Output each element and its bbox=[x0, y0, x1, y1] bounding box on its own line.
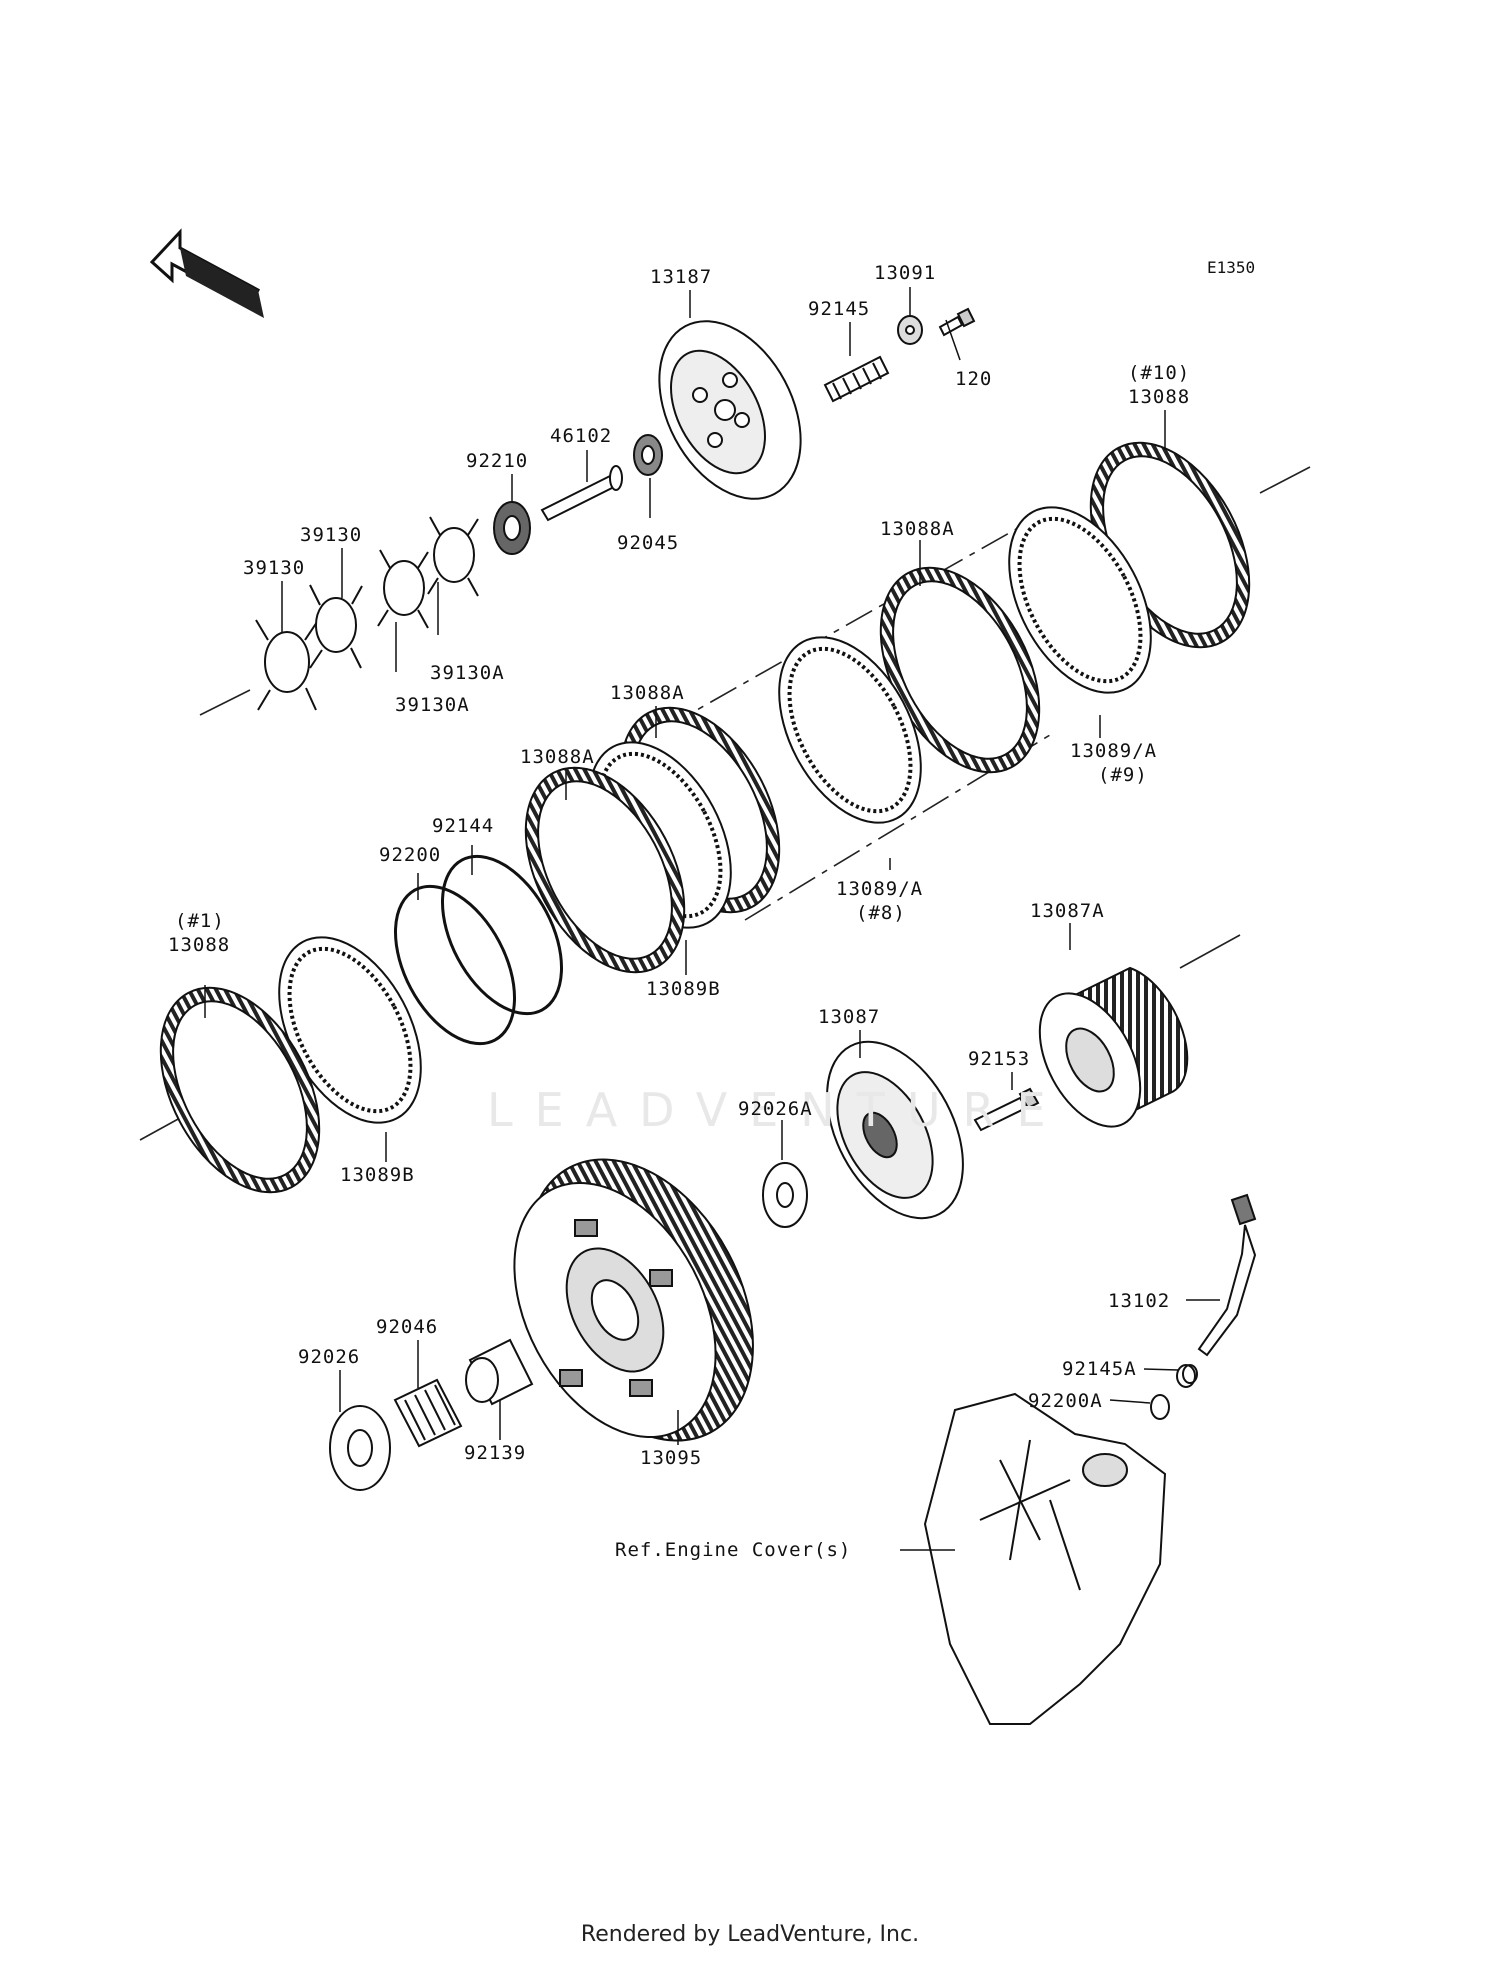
label-13088A-left[interactable]: 13088A bbox=[520, 746, 595, 768]
label-tag-9: (#9) bbox=[1098, 764, 1148, 786]
pushrod-46102 bbox=[540, 465, 623, 522]
label-13088A-mid[interactable]: 13088A bbox=[610, 682, 685, 704]
label-13089A-8[interactable]: 13089/A bbox=[836, 878, 924, 900]
diagram-code: E1350 bbox=[1207, 258, 1256, 277]
steel-plate-13089A-9 bbox=[1008, 506, 1152, 694]
ring-92200A bbox=[1150, 1394, 1170, 1420]
label-13089B-low[interactable]: 13089B bbox=[340, 1164, 415, 1186]
friction-plate-13088-left bbox=[159, 986, 321, 1194]
clutch-hub-13087A bbox=[1038, 966, 1189, 1128]
label-13089A-9[interactable]: 13089/A bbox=[1070, 740, 1158, 762]
release-lever-13102 bbox=[1197, 1193, 1257, 1357]
label-39130-lower[interactable]: 39130 bbox=[243, 557, 306, 579]
bolt-120 bbox=[938, 307, 976, 337]
label-13095[interactable]: 13095 bbox=[640, 1447, 703, 1469]
friction-plate-13088A-top bbox=[879, 566, 1041, 774]
label-39130A-left[interactable]: 39130A bbox=[395, 694, 470, 716]
label-92153[interactable]: 92153 bbox=[968, 1048, 1031, 1070]
label-92200A[interactable]: 92200A bbox=[1028, 1390, 1103, 1412]
leader-lines bbox=[204, 287, 1220, 1551]
nut-13091 bbox=[897, 315, 923, 345]
friction-plate-13088A-left bbox=[524, 766, 686, 974]
label-92139[interactable]: 92139 bbox=[464, 1442, 527, 1464]
label-92210[interactable]: 92210 bbox=[466, 450, 529, 472]
label-92026A[interactable]: 92026A bbox=[738, 1098, 813, 1120]
label-13091[interactable]: 13091 bbox=[874, 262, 937, 284]
washer-92026 bbox=[329, 1405, 391, 1491]
label-13102[interactable]: 13102 bbox=[1108, 1290, 1171, 1312]
label-tag-10: (#10) bbox=[1128, 362, 1191, 384]
label-92046[interactable]: 92046 bbox=[376, 1316, 439, 1338]
ring-92200 bbox=[393, 884, 517, 1046]
collar-92139 bbox=[465, 1338, 534, 1406]
label-13087[interactable]: 13087 bbox=[818, 1006, 881, 1028]
label-13187[interactable]: 13187 bbox=[650, 266, 713, 288]
label-92145[interactable]: 92145 bbox=[808, 298, 871, 320]
label-13089B-mid[interactable]: 13089B bbox=[646, 978, 721, 1000]
label-39130-upper[interactable]: 39130 bbox=[300, 524, 363, 546]
nut-92210 bbox=[493, 501, 531, 555]
steel-plate-13089B-low bbox=[278, 936, 422, 1124]
steel-plate-13089A-8 bbox=[778, 636, 922, 824]
label-39130A-right[interactable]: 39130A bbox=[430, 662, 505, 684]
operating-plate-13087 bbox=[826, 1040, 964, 1220]
bolt-92153 bbox=[973, 1087, 1040, 1132]
pressure-plate-13187 bbox=[658, 320, 802, 500]
watermark: LEADVENTURE bbox=[487, 1083, 1068, 1137]
footer-credit: Rendered by LeadVenture, Inc. bbox=[580, 1922, 920, 1947]
label-92045[interactable]: 92045 bbox=[617, 532, 680, 554]
label-tag-8: (#8) bbox=[856, 902, 906, 924]
bearing-92045 bbox=[633, 434, 663, 476]
lock-washers-39130 bbox=[255, 516, 479, 711]
needle-bearing-92046 bbox=[393, 1378, 463, 1448]
spring-92145A bbox=[1176, 1364, 1198, 1388]
label-13088A-top[interactable]: 13088A bbox=[880, 518, 955, 540]
front-arrow-icon bbox=[149, 228, 264, 318]
label-ref-engine-cover[interactable]: Ref.Engine Cover(s) bbox=[615, 1539, 852, 1561]
label-13088-top[interactable]: 13088 bbox=[1128, 386, 1191, 408]
label-92026[interactable]: 92026 bbox=[298, 1346, 361, 1368]
label-92200[interactable]: 92200 bbox=[379, 844, 442, 866]
label-tag-1: (#1) bbox=[175, 910, 225, 932]
spring-ring-92144 bbox=[440, 854, 564, 1016]
engine-cover bbox=[923, 1392, 1167, 1725]
label-46102[interactable]: 46102 bbox=[550, 425, 613, 447]
label-13087A[interactable]: 13087A bbox=[1030, 900, 1105, 922]
label-120[interactable]: 120 bbox=[955, 368, 993, 390]
label-13088-left[interactable]: 13088 bbox=[168, 934, 231, 956]
washer-92026A bbox=[762, 1162, 808, 1228]
spring-92145 bbox=[823, 355, 890, 403]
label-92145A[interactable]: 92145A bbox=[1062, 1358, 1137, 1380]
clutch-housing-13095 bbox=[513, 1158, 754, 1442]
label-92144[interactable]: 92144 bbox=[432, 815, 495, 837]
